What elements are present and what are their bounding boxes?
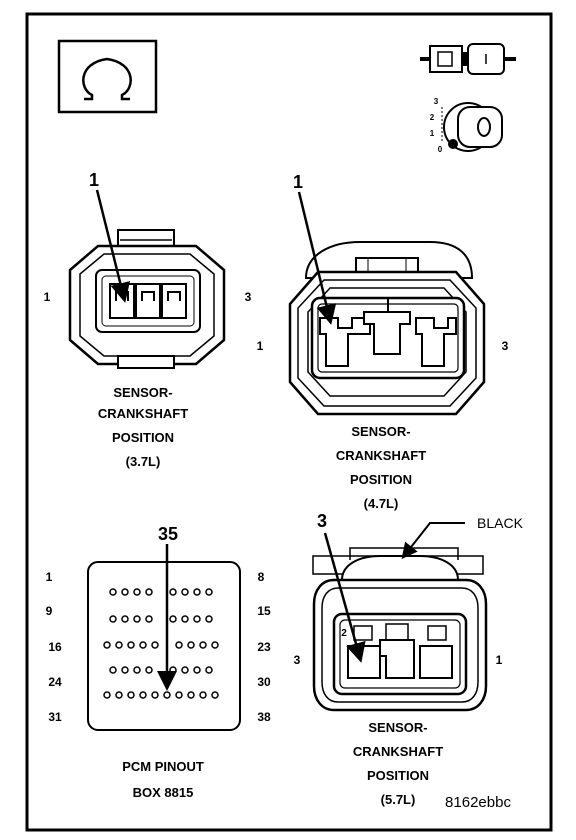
connector-5-7l <box>312 522 488 712</box>
pcm-row3-end: 23 <box>257 640 271 654</box>
pcm-pin-r3-20 <box>139 641 147 649</box>
ignition-pos-1: 1 <box>430 129 435 138</box>
pcm-row2-start: 9 <box>46 604 53 618</box>
pin-label-right-4-7l: 3 <box>502 339 509 353</box>
pcm-pin-r3-18 <box>115 641 123 649</box>
pin-label-left-5-7l: 3 <box>294 653 301 667</box>
pcm-pin-r4-30 <box>169 666 177 674</box>
pcm-pin-r2-11 <box>133 615 141 623</box>
caption-pcm-line2: BOX 8815 <box>133 785 194 800</box>
pcm-pin-r3-21 <box>151 641 159 649</box>
pin-label-right-5-7l: 1 <box>496 653 503 667</box>
pcm-row5-end: 38 <box>257 710 271 724</box>
connector-4-7l <box>288 191 486 416</box>
pcm-row2-end: 15 <box>257 604 271 618</box>
pcm-pin-r4-29 <box>145 666 153 674</box>
caption-pcm-line1: PCM PINOUT <box>122 759 204 774</box>
pcm-pin-r2-10 <box>121 615 129 623</box>
pin-label-left-4-7l: 1 <box>257 339 264 353</box>
pcm-pin-r1-5 <box>169 588 177 596</box>
pcm-pin-r1-1 <box>109 588 117 596</box>
pcm-pin-r3-24 <box>199 641 207 649</box>
caption-5-7l-line3: POSITION <box>367 768 429 783</box>
pcm-pin-r4-31 <box>181 666 189 674</box>
ignition-pos-2: 2 <box>430 113 435 122</box>
caption-3-7l-line4: (3.7L) <box>126 454 161 469</box>
pcm-pin-r5-42 <box>199 691 207 699</box>
pcm-pin-r5-36 <box>127 691 135 699</box>
pcm-pin-r2-16 <box>205 615 213 623</box>
caption-3-7l-line2: CRANKSHAFT <box>98 406 188 421</box>
caption-5-7l-line4: (5.7L) <box>381 792 416 807</box>
pcm-pin-grid <box>103 588 219 699</box>
pcm-pin-r3-25 <box>211 641 219 649</box>
pcm-pin-r5-37 <box>139 691 147 699</box>
callout-pcm: 35 <box>158 524 178 544</box>
ignition-key-icon: 3 2 1 0 <box>430 97 503 154</box>
pcm-pin-r2-15 <box>193 615 201 623</box>
pcm-pin-r5-38 <box>151 691 159 699</box>
pcm-pin-r4-28 <box>133 666 141 674</box>
pcm-row3-start: 16 <box>48 640 62 654</box>
pcm-pin-r1-6 <box>181 588 189 596</box>
pcm-row5-start: 31 <box>48 710 62 724</box>
pcm-pin-r5-39 <box>163 691 171 699</box>
pin-label-left-3-7l: 1 <box>44 290 51 304</box>
pcm-pin-r5-35 <box>115 691 123 699</box>
caption-4-7l-line1: SENSOR- <box>351 424 410 439</box>
frame-border <box>25 12 553 832</box>
pcm-row4-end: 30 <box>257 675 271 689</box>
caption-5-7l-line1: SENSOR- <box>368 720 427 735</box>
caption-4-7l-line2: CRANKSHAFT <box>336 448 426 463</box>
ignition-pos-3: 3 <box>434 97 439 106</box>
pcm-pin-r4-26 <box>109 666 117 674</box>
pcm-pin-r5-40 <box>175 691 183 699</box>
inner-pin-label-5-7l: 2 <box>341 628 347 639</box>
callout-5-7l: 3 <box>317 511 327 531</box>
color-label-black: BLACK <box>477 515 524 531</box>
ohmmeter-icon <box>57 39 158 114</box>
pcm-pin-r1-2 <box>121 588 129 596</box>
pcm-pin-r4-32 <box>193 666 201 674</box>
pcm-pin-r3-23 <box>187 641 195 649</box>
caption-3-7l-line3: POSITION <box>112 430 174 445</box>
ignition-pos-0: 0 <box>438 145 443 154</box>
pcm-row1-start: 1 <box>46 570 53 584</box>
pcm-row4-start: 24 <box>48 675 62 689</box>
pcm-pin-r1-3 <box>133 588 141 596</box>
pcm-pin-r5-34 <box>103 691 111 699</box>
callout-4-7l: 1 <box>293 172 303 192</box>
caption-3-7l-line1: SENSOR- <box>113 385 172 400</box>
pcm-row1-end: 8 <box>258 570 265 584</box>
pcm-pin-r2-12 <box>145 615 153 623</box>
disconnect-connector-icon <box>420 43 516 75</box>
pcm-pin-r5-41 <box>187 691 195 699</box>
pcm-pin-r2-13 <box>169 615 177 623</box>
pcm-pin-r5-43 <box>211 691 219 699</box>
pcm-pin-r1-4 <box>145 588 153 596</box>
pcm-pin-r1-8 <box>205 588 213 596</box>
pcm-pin-r3-17 <box>103 641 111 649</box>
pin-label-right-3-7l: 3 <box>245 290 252 304</box>
pcm-pin-r2-9 <box>109 615 117 623</box>
pcm-pin-r3-19 <box>127 641 135 649</box>
caption-4-7l-line3: POSITION <box>350 472 412 487</box>
pcm-pinout-box <box>87 544 241 731</box>
pcm-pin-r4-27 <box>121 666 129 674</box>
callout-3-7l: 1 <box>89 170 99 190</box>
pcm-pin-r2-14 <box>181 615 189 623</box>
caption-4-7l-line4: (4.7L) <box>364 496 399 511</box>
connector-3-7l <box>68 189 226 369</box>
pcm-pin-r4-33 <box>205 666 213 674</box>
pcm-pin-r3-22 <box>175 641 183 649</box>
figure-id: 8162ebbc <box>445 794 511 811</box>
pcm-pin-r1-7 <box>193 588 201 596</box>
caption-5-7l-line2: CRANKSHAFT <box>353 744 443 759</box>
